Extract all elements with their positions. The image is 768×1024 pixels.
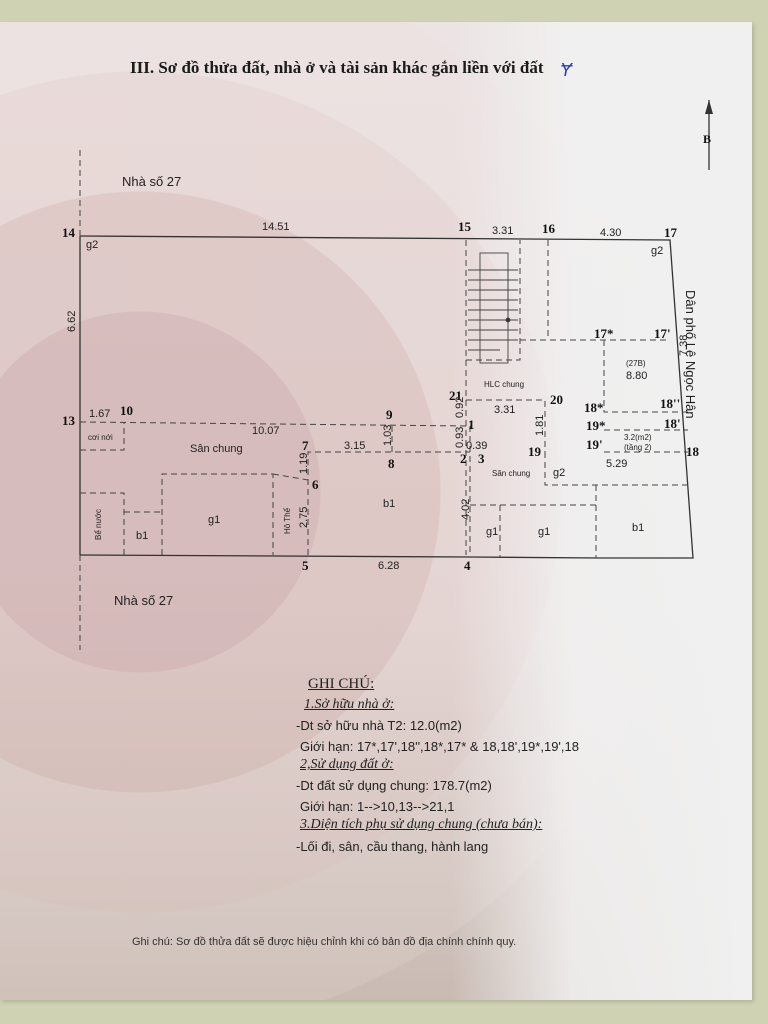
zone-san-chung: Sân chung [190,443,243,455]
point-5: 5 [302,558,309,573]
zone-floor-t2: (tầng 2) [624,443,652,452]
dim-5-4: 6.28 [378,560,400,572]
notes-section: GHI CHÚ: 1.Sở hữu nhà ở: -Dt sở hữu nhà … [296,676,579,854]
zone-b1-mid: b1 [383,498,396,510]
point-17: 17 [664,225,677,240]
point-9: 9 [386,407,393,422]
zone-b1-left: b1 [136,530,149,542]
zone-g1-left: g1 [208,514,221,526]
dim-6-5: 2.75 [298,506,310,528]
point-4: 4 [464,558,471,573]
note-3-title: 3.Diện tích phụ sử dụng chung (chưa bán)… [300,817,543,832]
point-2: 2 [460,451,467,466]
point-19-star: 19* [586,418,606,433]
neighbor-bottom: Nhà số 27 [114,593,174,608]
signature-mark: Ɏ [560,60,573,80]
dim-16-17: 4.30 [600,227,622,239]
point-6: 6 [312,477,319,492]
dim-21-20: 3.31 [494,404,516,416]
dim-7-8: 3.15 [344,440,366,452]
point-17-star: 17* [594,326,614,341]
boundary-top-right [79,235,694,559]
point-18: 18 [686,444,699,459]
zone-g2-mid: g2 [553,467,566,479]
note-1-title: 1.Sở hữu nhà ở: [304,697,395,712]
footer-note: Ghi chú: Sơ đồ thửa đất sẽ được hiệu chỉ… [132,936,517,948]
zone-g2-left: g2 [86,239,99,251]
point-7: 7 [302,438,309,453]
point-20: 20 [550,392,563,407]
point-19: 19 [528,444,541,459]
neighbor-top: Nhà số 27 [122,174,182,189]
dim-13-10: 1.67 [89,408,111,420]
dim-14-15: 14.51 [262,221,290,233]
zone-ho-the: Hô Thể [283,507,292,534]
certificate-sheet [0,22,752,1000]
point-1: 1 [468,417,475,432]
note-2-line-2: Giới hạn: 1-->10,13-->21,1 [300,799,455,814]
dim-15-16: 3.31 [492,225,514,237]
road-label: Dân phố Lê Ngọc Hân [683,290,698,419]
dim-1-21: 0.92 [454,396,466,418]
point-18-star: 18* [584,400,604,415]
north-arrow-icon [705,100,713,114]
note-2-title: 2,Sử dụng đất ở: [300,757,394,772]
point-16: 16 [542,221,555,236]
point-19-prime: 19' [586,437,603,452]
point-21: 21 [449,388,462,403]
dim-9-8: 1.03 [382,424,394,446]
zone-g1-mid: g1 [486,526,499,538]
note-2-line-1: -Dt đất sử dụng chung: 178.7(m2) [296,778,492,793]
dim-1-2: 0.93 [454,426,466,448]
dim-2-3: 0.39 [466,440,488,452]
staircase-icon [468,252,518,364]
dim-14-13: 6.62 [66,310,78,332]
point-8: 8 [388,456,395,471]
unit-27b-area: 8.80 [626,370,648,382]
point-17-prime: 17' [654,326,671,341]
point-10: 10 [120,403,133,418]
dim-20-19: 1.81 [534,414,546,436]
point-14: 14 [62,225,75,240]
dim-7-6: 1.19 [298,452,310,474]
dim-10-9: 10.07 [252,425,280,437]
point-3: 3 [478,451,485,466]
notes-heading: GHI CHÚ: [308,676,375,692]
note-1-line-2: Giới hạn: 17*,17',18'',18*,17* & 18,18',… [300,739,579,754]
north-label: B [703,132,712,146]
zone-be-nuoc: Bể nước [94,508,103,540]
section-title: III. Sơ đồ thửa đất, nhà ở và tài sản kh… [130,58,544,77]
zone-area-t2: 3.2(m2) [624,433,652,442]
zone-g2-right: g2 [651,245,664,257]
zone-unit-27b: (27B) [626,359,646,368]
dim-19-18: 5.29 [606,458,628,470]
boundary-bottom [79,554,471,558]
point-13: 13 [62,413,75,428]
note-3-line-1: -Lối đi, sân, cầu thang, hành lang [296,839,489,854]
point-18-prime: 18' [664,416,681,431]
note-1-line-1: -Dt sở hữu nhà T2: 12.0(m2) [296,718,462,733]
zone-coi-noi: cơi nới [88,433,113,442]
zone-hlc-chung: HLC chung [484,380,525,389]
zone-san-chung-2: Sân chung [492,469,531,478]
point-18-dprime: 18'' [660,396,681,411]
zone-g1-right: g1 [538,526,551,538]
point-15: 15 [458,219,471,234]
zone-b1-right: b1 [632,522,645,534]
dim-4-3: 4.02 [460,498,472,520]
